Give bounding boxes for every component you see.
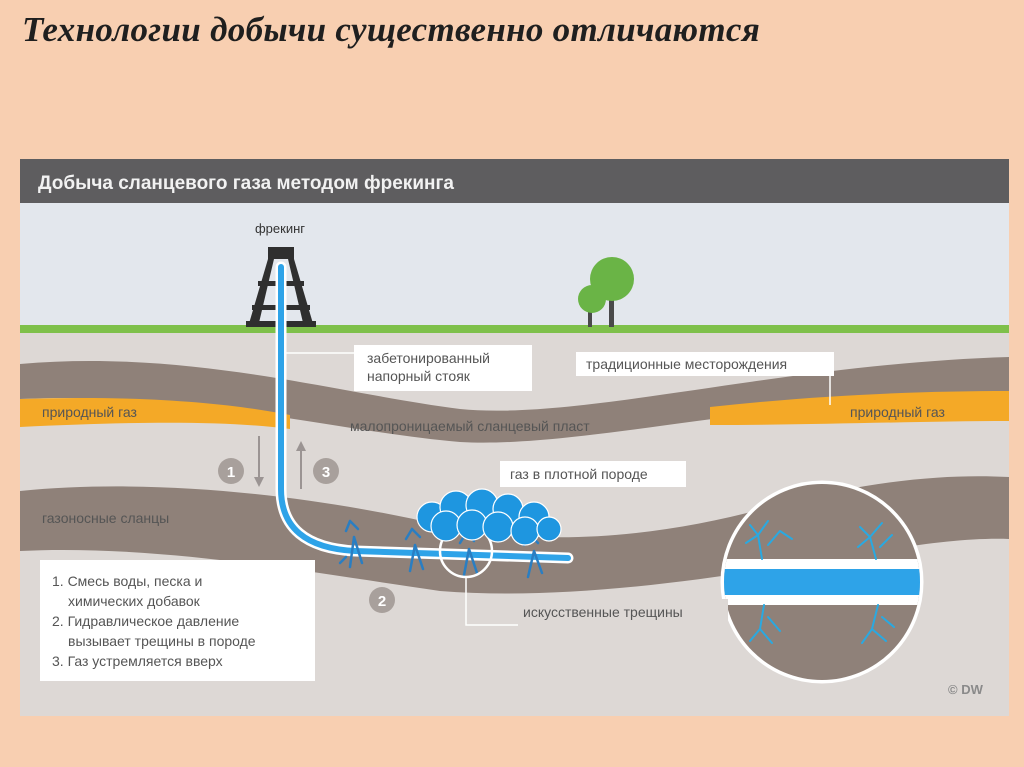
gas-left-label: природный газ bbox=[42, 404, 137, 420]
gas-shale-label: газоносные сланцы bbox=[42, 510, 169, 526]
svg-text:химических добавок: химических добавок bbox=[68, 593, 201, 609]
shale-layer-label: малопроницаемый сланцевый пласт bbox=[350, 418, 590, 434]
svg-text:1. Смесь воды, песка и: 1. Смесь воды, песка и bbox=[52, 573, 202, 589]
upper-rock-band bbox=[20, 357, 1009, 443]
credit-label: © DW bbox=[948, 682, 984, 697]
fractures-callout: искусственные трещины bbox=[518, 599, 728, 627]
step-badge-2: 2 bbox=[369, 587, 395, 613]
svg-text:2: 2 bbox=[378, 593, 386, 610]
steps-legend: 1. Смесь воды, песка и химических добаво… bbox=[40, 560, 315, 681]
fracking-diagram: Добыча сланцевого газа методом фрекинга … bbox=[20, 159, 1009, 716]
tight-gas-bubbles bbox=[416, 488, 562, 546]
sky bbox=[20, 203, 1009, 331]
svg-text:газ в плотной породе: газ в плотной породе bbox=[510, 466, 648, 482]
gas-layer-right bbox=[710, 391, 1009, 425]
down-arrow-icon bbox=[254, 436, 264, 487]
step-badge-3: 3 bbox=[313, 458, 339, 484]
gas-right-label: природный газ bbox=[850, 404, 945, 420]
diagram-header: Добыча сланцевого газа методом фрекинга bbox=[38, 173, 454, 194]
grass-line bbox=[20, 325, 1009, 333]
svg-text:1: 1 bbox=[227, 464, 235, 481]
traditional-deposits-callout: традиционные месторождения bbox=[576, 352, 834, 376]
fracture-zoom-circle bbox=[720, 480, 924, 684]
gas-layer-left bbox=[20, 397, 290, 429]
svg-text:напорный стояк: напорный стояк bbox=[367, 368, 471, 384]
svg-text:2. Гидравлическое давление: 2. Гидравлическое давление bbox=[52, 613, 239, 629]
svg-text:3: 3 bbox=[322, 464, 330, 481]
rig-label: фрекинг bbox=[255, 221, 305, 236]
svg-text:искусственные трещины: искусственные трещины bbox=[523, 604, 683, 620]
tree-icon bbox=[578, 257, 634, 327]
svg-text:вызывает трещины в породе: вызывает трещины в породе bbox=[68, 633, 256, 649]
casing-callout: забетонированный напорный стояк bbox=[354, 345, 532, 391]
step-badge-1: 1 bbox=[218, 458, 244, 484]
tight-gas-callout: газ в плотной породе bbox=[500, 461, 686, 487]
svg-text:традиционные месторождения: традиционные месторождения bbox=[586, 356, 787, 372]
header-bar bbox=[20, 159, 1009, 203]
svg-text:забетонированный: забетонированный bbox=[367, 350, 490, 366]
up-arrow-icon bbox=[296, 441, 306, 489]
svg-text:3. Газ устремляется вверх: 3. Газ устремляется вверх bbox=[52, 653, 223, 669]
slide-title: Технологии добычи существенно отличаются bbox=[22, 10, 761, 49]
